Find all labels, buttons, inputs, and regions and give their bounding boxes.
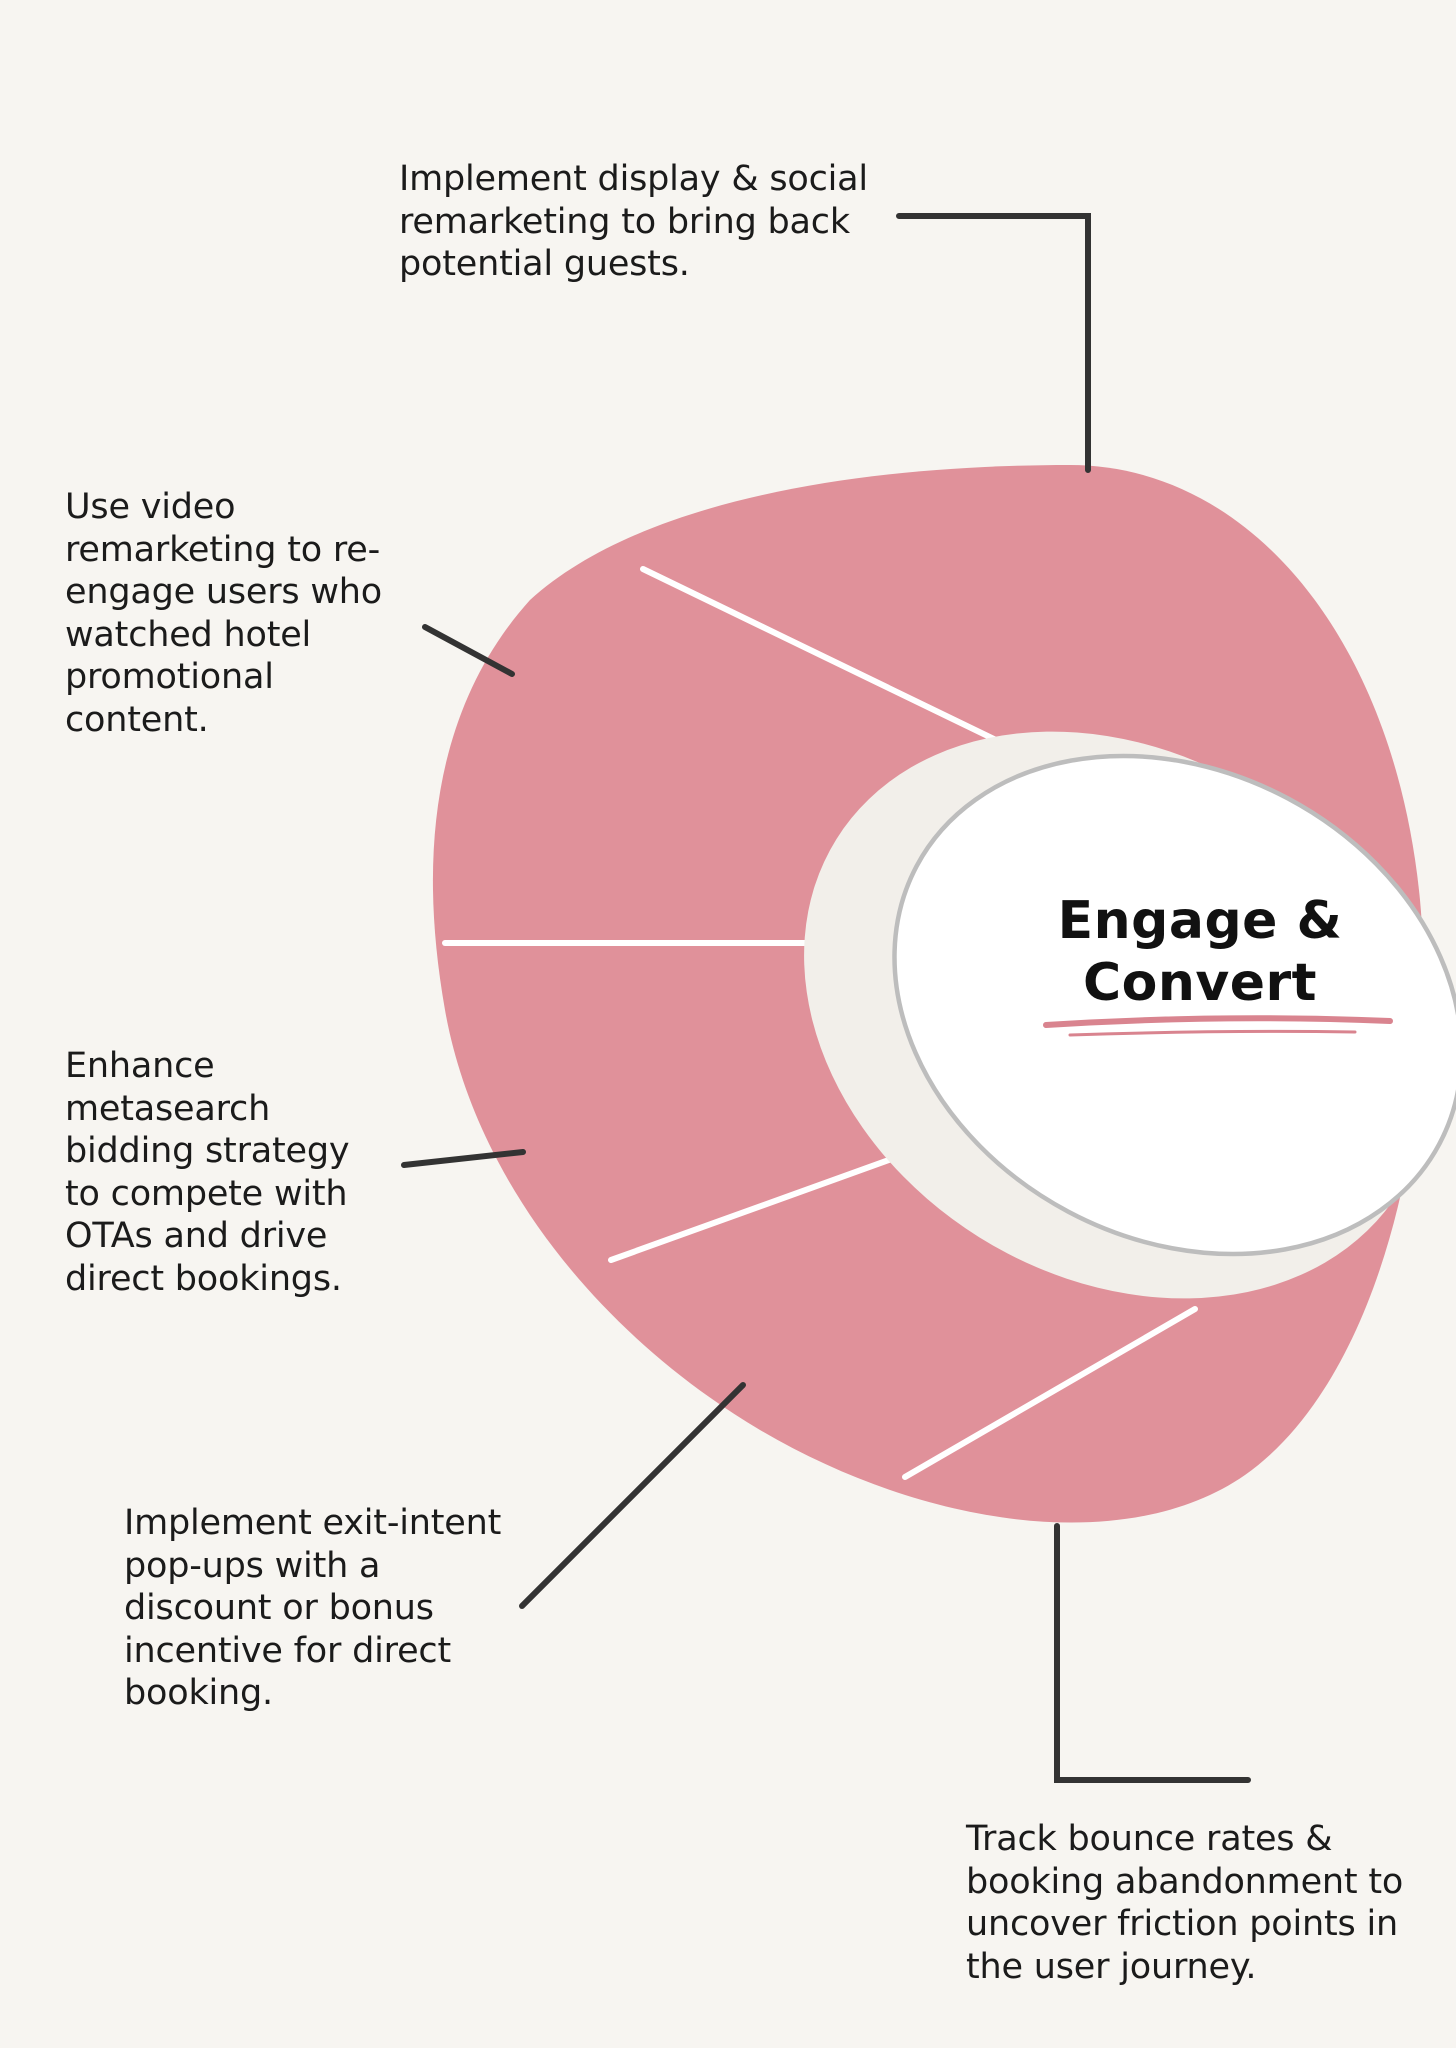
core-shape [892, 753, 1456, 1257]
callout-line: pop-ups with a [124, 1545, 381, 1586]
connector-exit-intent [519, 1382, 746, 1609]
callout-line: Use video [65, 487, 236, 527]
center-title-line1: Engage & [1057, 891, 1343, 951]
callout-exit-intent: Implement exit-intent pop-ups with a dis… [124, 1502, 501, 1715]
connector-display-social [896, 213, 1091, 473]
callout-line: engage users who [65, 572, 382, 612]
callout-line: promotional [65, 657, 274, 697]
callout-line: Implement exit-intent [124, 1503, 502, 1543]
connector-bounce [1054, 1523, 1251, 1783]
callout-line: booking abandonment to [966, 1861, 1404, 1902]
center-title: Engage & Convert [1020, 890, 1380, 1014]
segment-dividers [442, 566, 1198, 1480]
divider-line [640, 566, 1030, 758]
callout-line: potential guests. [399, 244, 690, 284]
callout-line: watched hotel [65, 614, 312, 655]
callout-line: Implement display & social [399, 159, 868, 199]
callout-metasearch: Enhance metasearch bidding strategy to c… [65, 1045, 350, 1300]
callout-line: incentive for direct [124, 1630, 451, 1671]
divider-line [608, 1153, 903, 1263]
divider-line [902, 1306, 1198, 1480]
connectors [401, 213, 1251, 1783]
center-title-line2: Convert [1082, 953, 1318, 1013]
callout-line: uncover friction points in [966, 1904, 1398, 1944]
callout-line: discount or bonus [124, 1588, 434, 1628]
callout-display-social: Implement display & social remarketing t… [399, 158, 868, 286]
connector-video [422, 624, 515, 677]
callout-line: remarketing to bring back [399, 201, 850, 242]
callout-line: the user journey. [966, 1946, 1257, 1987]
title-underline [1043, 1015, 1393, 1037]
connector-metasearch [401, 1149, 526, 1168]
callout-line: content. [65, 699, 209, 740]
underline-stroke [1043, 1015, 1393, 1028]
callout-line: direct bookings. [65, 1258, 342, 1299]
underline-stroke [1068, 1029, 1357, 1037]
callout-line: to compete with [65, 1173, 348, 1214]
callout-line: metasearch [65, 1088, 271, 1129]
callout-line: remarketing to re- [65, 529, 381, 570]
callout-line: bidding strategy [65, 1131, 350, 1171]
callout-line: booking. [124, 1673, 273, 1713]
callout-bounce: Track bounce rates & booking abandonment… [966, 1818, 1403, 1988]
callout-line: OTAs and drive [65, 1216, 328, 1256]
callout-line: Enhance [65, 1046, 215, 1086]
callout-video: Use video remarketing to re- engage user… [65, 486, 382, 741]
callout-line: Track bounce rates & [966, 1819, 1333, 1859]
